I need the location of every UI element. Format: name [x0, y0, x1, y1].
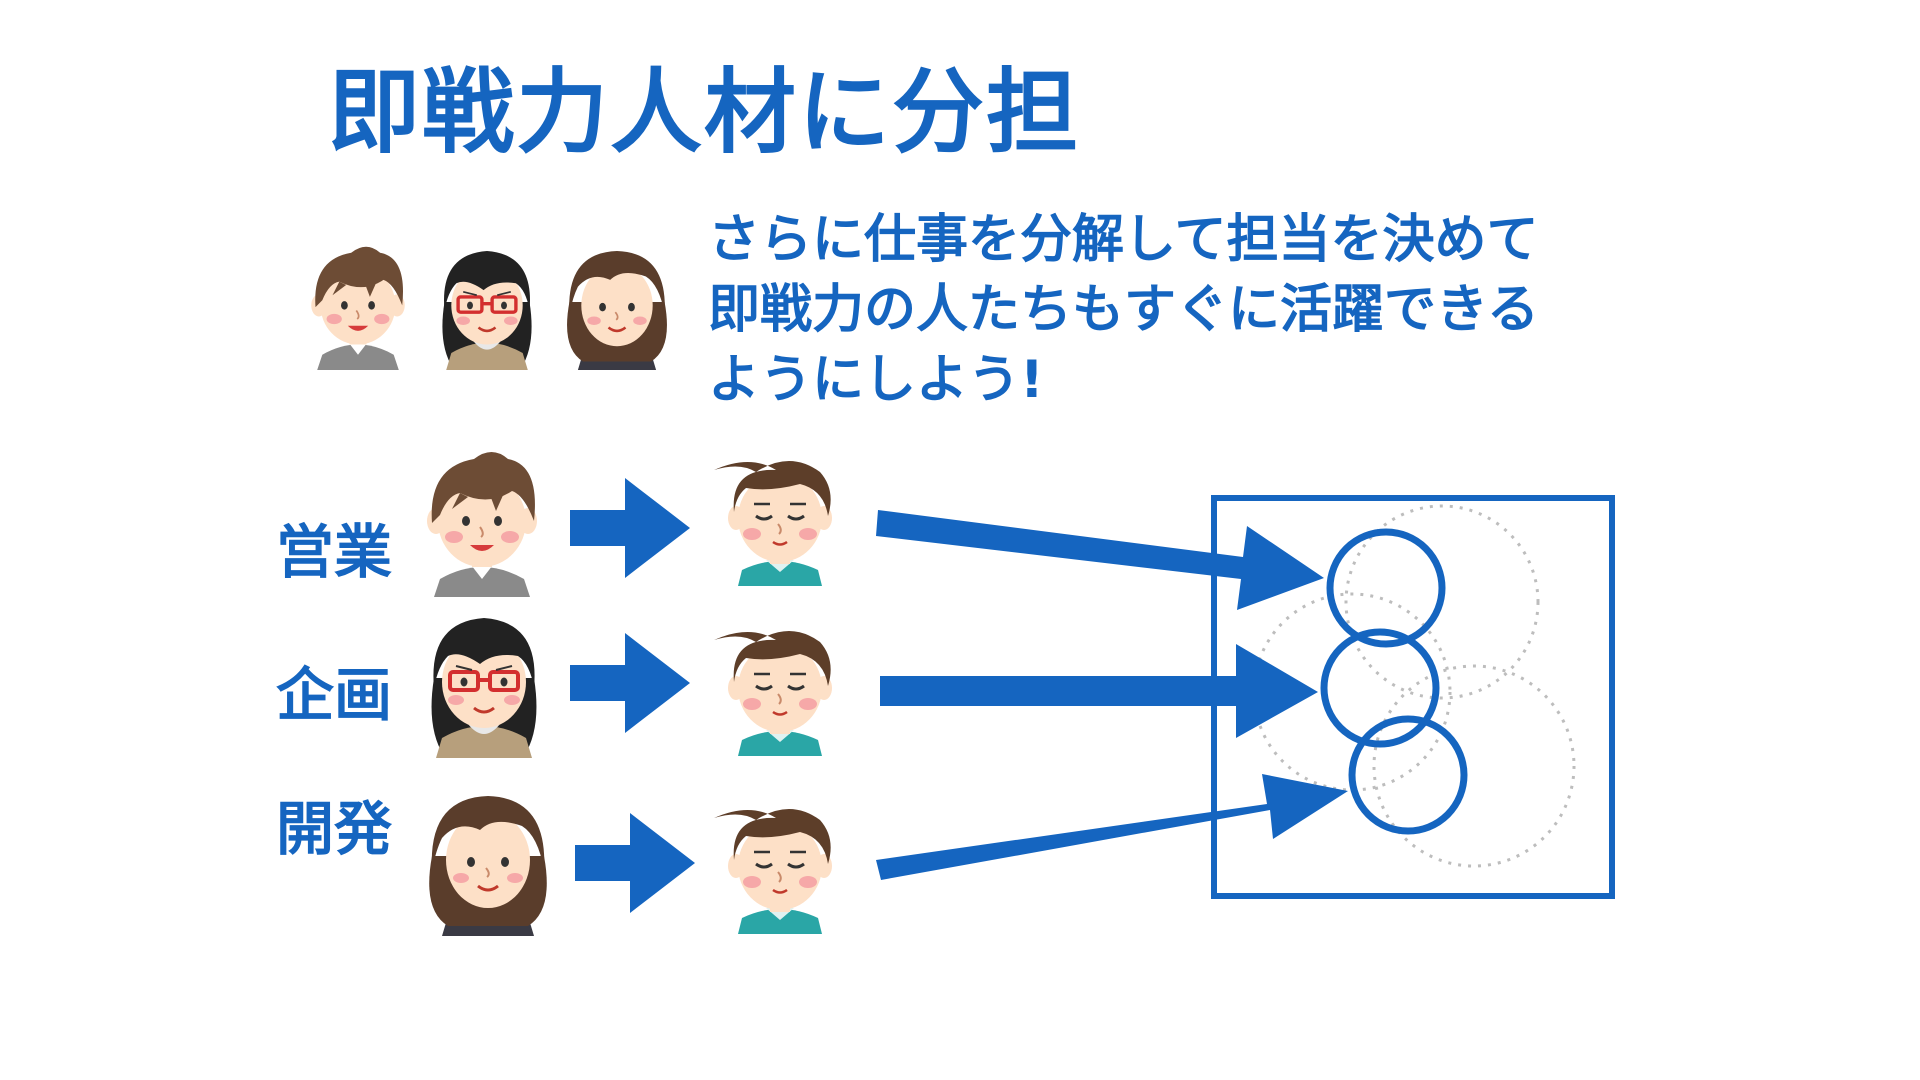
- avatar-planning: [429, 616, 539, 760]
- description-line-3: ようにしよう!: [708, 350, 1044, 410]
- arrow-staff-development-to-task: [876, 774, 1348, 880]
- avatar-top-woman: [440, 249, 534, 372]
- arrow-staff-sales-to-task: [876, 510, 1324, 610]
- arrow-development-to-staff: [575, 813, 695, 913]
- description: さらに仕事を分解して担当を決めて 即戦力の人たちもすぐに活躍できる ようにしよう…: [708, 205, 1708, 415]
- task-circle-development: [1348, 715, 1468, 835]
- avatar-top-long-hair: [565, 249, 669, 372]
- top-group: [310, 245, 669, 372]
- avatar-development: [427, 794, 549, 938]
- task-circle-planning: [1320, 628, 1440, 748]
- page-title: 即戦力人材に分担: [328, 59, 1081, 166]
- arrow-sales-to-staff: [570, 478, 690, 578]
- avatar-staff-development: [712, 807, 834, 936]
- arrow-staff-planning-to-task: [880, 644, 1318, 738]
- avatar-staff-planning: [712, 629, 834, 758]
- avatar-staff-sales: [712, 459, 834, 588]
- role-label-development: 開発: [276, 795, 393, 863]
- role-label-planning: 企画: [276, 661, 393, 729]
- arrow-planning-to-staff: [570, 633, 690, 733]
- dotted-circles: [1252, 504, 1576, 868]
- avatar-top-man: [310, 245, 406, 371]
- description-line-2: 即戦力の人たちもすぐに活躍できる: [708, 280, 1539, 340]
- avatar-sales: [426, 451, 538, 598]
- task-circle-sales: [1326, 528, 1446, 648]
- task-circles: [1320, 528, 1468, 835]
- description-line-1: さらに仕事を分解して担当を決めて: [708, 210, 1539, 270]
- role-label-sales: 営業: [276, 518, 393, 586]
